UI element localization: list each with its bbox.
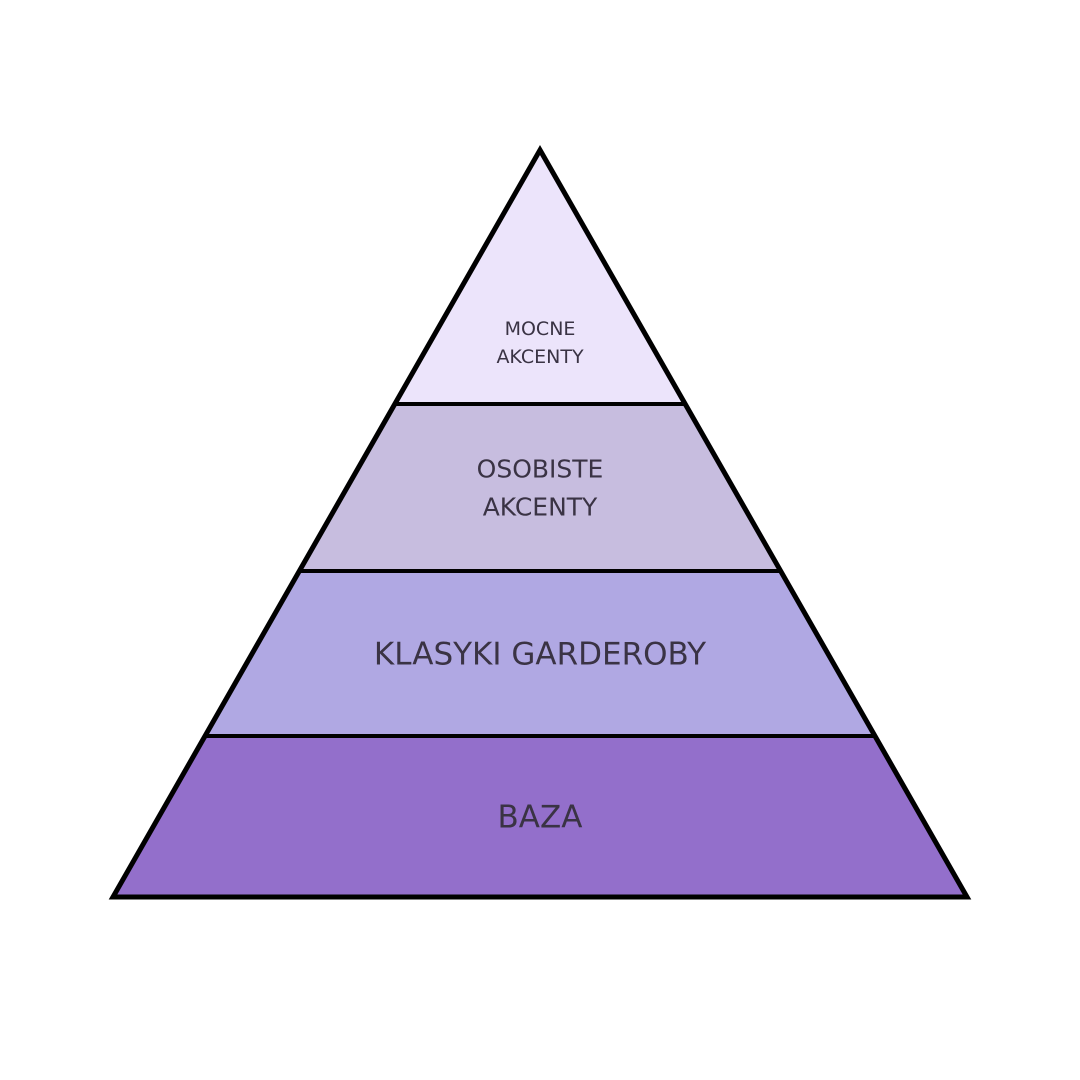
- pyramid-level-label: AKCENTY: [496, 346, 584, 368]
- pyramid-level-2: OSOBISTE AKCENTY: [299, 404, 781, 571]
- pyramid-level-fill: [205, 571, 875, 736]
- pyramid-outline: [108, 144, 972, 900]
- pyramid-level-3: KLASYKI GARDEROBY: [205, 571, 875, 736]
- pyramid-level-label: OSOBISTE: [477, 455, 604, 484]
- pyramid-level-label: BAZA: [498, 800, 583, 836]
- pyramid-level-fill: [113, 736, 967, 897]
- pyramid-level-label: KLASYKI GARDEROBY: [374, 637, 706, 673]
- pyramid-level-fill: [394, 150, 686, 404]
- pyramid-level-fill: [299, 404, 781, 571]
- pyramid-level-label: MOCNE: [505, 318, 576, 340]
- pyramid-level-label: AKCENTY: [483, 493, 598, 522]
- pyramid-level-4: BAZA: [113, 736, 967, 897]
- pyramid-level-1: MOCNE AKCENTY: [394, 150, 686, 404]
